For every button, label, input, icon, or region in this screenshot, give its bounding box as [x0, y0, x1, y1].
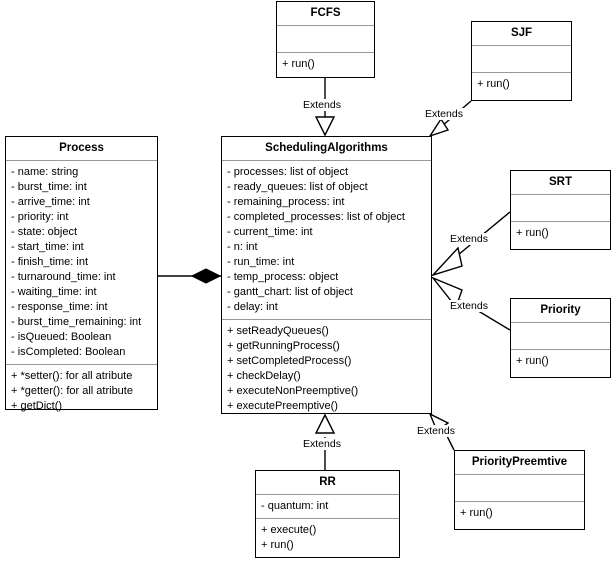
class-methods-process: + *setter(): for all atribute + *getter(…	[6, 364, 157, 418]
class-member: + setReadyQueues()	[227, 325, 329, 337]
class-attributes-rr: - quantum: int	[256, 494, 399, 518]
class-member: - priority: int	[11, 211, 69, 223]
class-member: - burst_time: int	[11, 181, 87, 193]
class-title-schedulingalgorithms: SchedulingAlgorithms	[265, 142, 388, 154]
class-member: + *getter(): for all atribute	[11, 385, 133, 397]
class-methods-srt: + run()	[511, 221, 610, 245]
class-member: + run()	[282, 58, 315, 70]
class-box-rr[interactable]: RR - quantum: int + execute() + run()	[255, 470, 400, 558]
edge-label-fcfs-extends: Extends	[302, 99, 342, 111]
class-member: - waiting_time: int	[11, 286, 97, 298]
class-box-prioritypreemtive[interactable]: PriorityPreemtive + run()	[454, 450, 585, 530]
class-member: - quantum: int	[261, 500, 329, 512]
edge-process-composition	[158, 268, 222, 284]
class-box-sjf[interactable]: SJF + run()	[471, 21, 572, 101]
class-member: + execute()	[261, 524, 317, 536]
class-member: + run()	[460, 507, 493, 519]
edge-label-sjf-extends: Extends	[424, 108, 464, 120]
class-member: + executeNonPreemptive()	[227, 385, 359, 397]
class-title-priority: Priority	[540, 304, 581, 316]
class-member: - completed_processes: list of object	[227, 211, 405, 223]
class-member: - remaining_process: int	[227, 196, 345, 208]
class-member: - temp_process: object	[227, 271, 339, 283]
class-box-srt[interactable]: SRT + run()	[510, 170, 611, 250]
class-title-srt: SRT	[549, 176, 572, 188]
edge-label-prioritypreemtive-extends: Extends	[416, 425, 456, 437]
class-member: - isQueued: Boolean	[11, 331, 112, 343]
class-member: - isCompleted: Boolean	[11, 346, 126, 358]
class-member: + setCompletedProcess()	[227, 355, 352, 367]
class-member: - start_time: int	[11, 241, 84, 253]
class-member: - finish_time: int	[11, 256, 89, 268]
class-member: - gantt_chart: list of object	[227, 286, 353, 298]
class-member: - turnaround_time: int	[11, 271, 116, 283]
class-member: + checkDelay()	[227, 370, 301, 382]
class-member: + run()	[477, 78, 510, 90]
class-member: + run()	[261, 539, 294, 551]
class-methods-sjf: + run()	[472, 72, 571, 96]
class-methods-priority: + run()	[511, 349, 610, 373]
class-member: - run_time: int	[227, 256, 295, 268]
class-member: - state: object	[11, 226, 78, 238]
class-title-fcfs: FCFS	[310, 7, 341, 19]
class-member: + run()	[516, 355, 549, 367]
class-attributes-srt	[511, 194, 610, 221]
class-methods-prioritypreemtive: + run()	[455, 501, 584, 525]
class-title-prioritypreemtive: PriorityPreemtive	[471, 456, 568, 468]
class-title-process: Process	[59, 142, 104, 154]
class-box-process[interactable]: Process - name: string - burst_time: int…	[5, 136, 158, 412]
class-attributes-sjf	[472, 45, 571, 72]
class-member: - delay: int	[227, 301, 278, 313]
edge-label-priority-extends: Extends	[449, 300, 489, 312]
class-member: - ready_queues: list of object	[227, 181, 368, 193]
edge-label-srt-extends: Extends	[449, 233, 489, 245]
class-member: - response_time: int	[11, 301, 108, 313]
class-methods-fcfs: + run()	[277, 52, 374, 76]
edge-label-rr-extends: Extends	[302, 438, 342, 450]
class-methods-schedulingalgorithms: + setReadyQueues() + getRunningProcess()…	[222, 319, 431, 418]
class-member: - burst_time_remaining: int	[11, 316, 142, 328]
class-title-rr: RR	[319, 476, 336, 488]
class-member: - arrive_time: int	[11, 196, 90, 208]
class-box-priority[interactable]: Priority + run()	[510, 298, 611, 378]
class-member: + run()	[516, 227, 549, 239]
class-title-sjf: SJF	[510, 27, 533, 39]
class-attributes-process: - name: string - burst_time: int - arriv…	[6, 160, 157, 364]
class-member: - processes: list of object	[227, 166, 349, 178]
class-methods-rr: + execute() + run()	[256, 518, 399, 557]
class-member: - n: int	[227, 241, 258, 253]
class-member: + executePreemptive()	[227, 400, 338, 412]
class-attributes-fcfs	[277, 25, 374, 52]
class-attributes-schedulingalgorithms: - processes: list of object - ready_queu…	[222, 160, 431, 319]
class-attributes-prioritypreemtive	[455, 474, 584, 501]
class-member: + *setter(): for all atribute	[11, 370, 133, 382]
class-member: + getRunningProcess()	[227, 340, 340, 352]
class-member: - current_time: int	[227, 226, 313, 238]
class-box-schedulingalgorithms[interactable]: SchedulingAlgorithms - processes: list o…	[221, 136, 432, 414]
class-member: + getDict()	[11, 400, 63, 412]
class-box-fcfs[interactable]: FCFS + run()	[276, 1, 375, 78]
class-member: - name: string	[11, 166, 79, 178]
class-attributes-priority	[511, 322, 610, 349]
